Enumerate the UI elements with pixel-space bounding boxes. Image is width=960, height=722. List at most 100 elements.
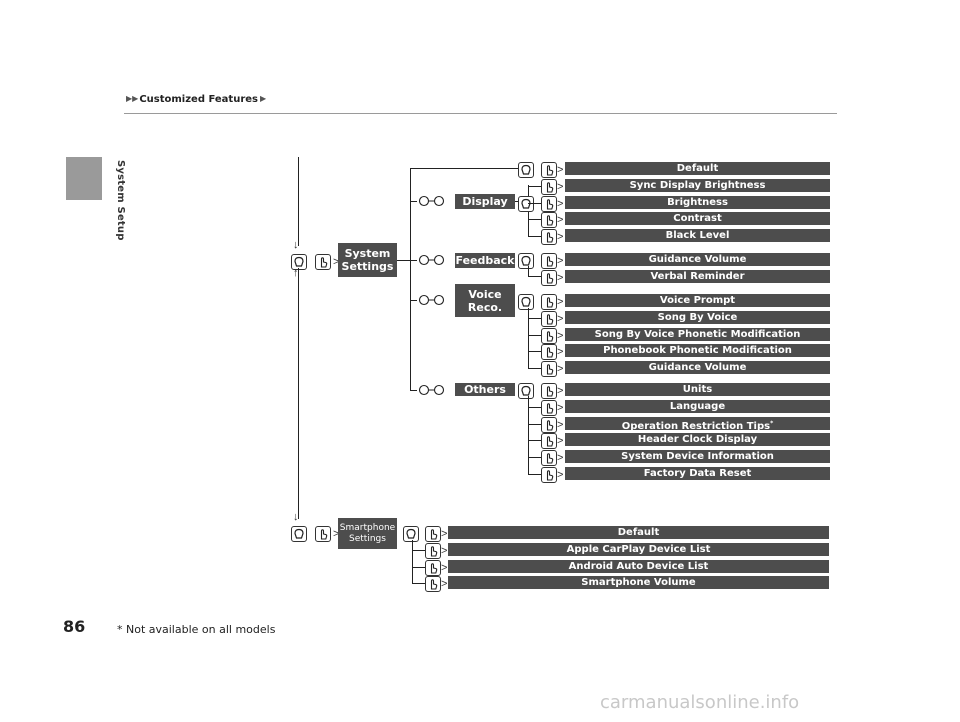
touch-button[interactable]: [541, 178, 557, 195]
touch-button[interactable]: [425, 526, 441, 542]
arrow-icon: >: [557, 214, 564, 227]
connector-line: [528, 308, 529, 369]
touch-glyph: [546, 182, 554, 193]
connector-line: [528, 396, 529, 475]
category-others[interactable]: Others: [455, 383, 515, 396]
menu-item-voice-reco-1[interactable]: Song By Voice: [565, 310, 830, 324]
menu-item-others-0[interactable]: Units: [565, 383, 830, 396]
menu-item-smartphone-3[interactable]: Smartphone Volume: [448, 576, 829, 590]
touch-button[interactable]: [425, 559, 441, 576]
arrow-icon: >: [557, 452, 564, 465]
connector-line: [412, 549, 425, 551]
arrow-icon: >: [557, 231, 564, 244]
connector-line: [528, 423, 541, 425]
home-button[interactable]: [291, 526, 307, 542]
touch-button[interactable]: [541, 361, 557, 378]
touch-button[interactable]: [315, 526, 331, 542]
touch-button[interactable]: [541, 212, 557, 229]
touch-button[interactable]: [541, 399, 557, 416]
menu-item-display-4[interactable]: Black Level: [565, 229, 830, 243]
menu-item-smartphone-0[interactable]: Default: [448, 526, 829, 539]
touch-button[interactable]: [541, 433, 557, 450]
home-button[interactable]: [291, 254, 307, 270]
connector-line: [528, 406, 541, 408]
menu-item-voice-reco-2[interactable]: Song By Voice Phonetic Modification: [565, 327, 830, 341]
home-button[interactable]: [518, 253, 534, 269]
connector-line: [528, 266, 529, 277]
home-button[interactable]: [518, 294, 534, 310]
rotate-knob-icon: [417, 253, 447, 267]
touch-button[interactable]: [541, 229, 557, 246]
category-voice-reco[interactable]: Voice Reco.: [455, 284, 515, 317]
home-button[interactable]: [518, 162, 534, 178]
home-button[interactable]: [518, 195, 534, 212]
menu-item-others-2[interactable]: Operation Restriction Tips*: [565, 416, 830, 430]
touch-glyph: [546, 215, 554, 226]
category-feedback[interactable]: Feedback: [455, 253, 515, 268]
home-glyph: [521, 255, 531, 266]
touch-glyph: [546, 453, 554, 464]
connector-line: [528, 202, 541, 204]
connector-line: [528, 236, 541, 238]
touch-button[interactable]: [541, 467, 557, 483]
home-button[interactable]: [403, 526, 419, 542]
touch-glyph: [430, 529, 438, 540]
touch-button[interactable]: [425, 576, 441, 593]
touch-button[interactable]: [315, 254, 331, 270]
touch-button[interactable]: [541, 269, 557, 286]
touch-glyph: [546, 436, 554, 447]
touch-button[interactable]: [541, 344, 557, 361]
connector-line: [410, 260, 417, 261]
menu-item-smartphone-1[interactable]: Apple CarPlay Device List: [448, 542, 829, 556]
touch-button[interactable]: [541, 327, 557, 344]
touch-button[interactable]: [541, 253, 557, 269]
connector-line: [528, 219, 541, 221]
menu-item-display-1[interactable]: Sync Display Brightness: [565, 178, 830, 192]
touch-glyph: [430, 546, 438, 557]
menu-item-feedback-1[interactable]: Verbal Reminder: [565, 269, 830, 283]
watermark: carmanualsonline.info: [600, 692, 800, 713]
touch-glyph: [546, 347, 554, 358]
menu-item-others-4[interactable]: System Device Information: [565, 450, 830, 464]
menu-item-feedback-0[interactable]: Guidance Volume: [565, 253, 830, 266]
menu-item-voice-reco-0[interactable]: Voice Prompt: [565, 294, 830, 307]
connector-line: [410, 201, 417, 202]
menu-item-voice-reco-3[interactable]: Phonebook Phonetic Modification: [565, 344, 830, 358]
menu-item-display-0[interactable]: Default: [565, 162, 830, 175]
touch-button[interactable]: [425, 542, 441, 559]
touch-button[interactable]: [541, 162, 557, 178]
menu-item-others-3[interactable]: Header Clock Display: [565, 433, 830, 447]
menu-item-others-1[interactable]: Language: [565, 399, 830, 413]
home-glyph: [521, 385, 531, 396]
arrow-icon: >: [333, 256, 340, 268]
touch-button[interactable]: [541, 195, 557, 212]
touch-button[interactable]: [541, 383, 557, 399]
touch-glyph: [546, 273, 554, 284]
menu-item-others-5[interactable]: Factory Data Reset: [565, 467, 830, 480]
home-button[interactable]: [518, 383, 534, 399]
menu-item-voice-reco-4[interactable]: Guidance Volume: [565, 361, 830, 375]
touch-glyph: [430, 562, 438, 574]
menu-item-display-3[interactable]: Contrast: [565, 212, 830, 226]
connector-line: [528, 351, 541, 353]
touch-button[interactable]: [541, 450, 557, 467]
connector-line: [298, 268, 299, 519]
system-settings-node[interactable]: System Settings: [338, 243, 397, 277]
connector-line: [298, 157, 299, 246]
touch-glyph: [546, 403, 554, 414]
smartphone-settings-node[interactable]: Smartphone Settings: [338, 518, 397, 549]
category-display[interactable]: Display: [455, 194, 515, 209]
footnote: * Not available on all models: [117, 623, 276, 636]
page-number: 86: [63, 617, 86, 636]
connector-line: [412, 566, 425, 568]
touch-button[interactable]: [541, 416, 557, 433]
touch-glyph: [546, 198, 554, 210]
arrow-up-icon: ↑: [293, 267, 299, 279]
arrow-icon: >: [441, 528, 448, 540]
menu-item-smartphone-2[interactable]: Android Auto Device List: [448, 559, 829, 573]
touch-button[interactable]: [541, 294, 557, 310]
menu-item-display-2[interactable]: Brightness: [565, 195, 830, 209]
touch-button[interactable]: [541, 310, 557, 327]
rotate-knob-icon: [417, 194, 447, 208]
rotate-knob-icon: [417, 293, 447, 307]
